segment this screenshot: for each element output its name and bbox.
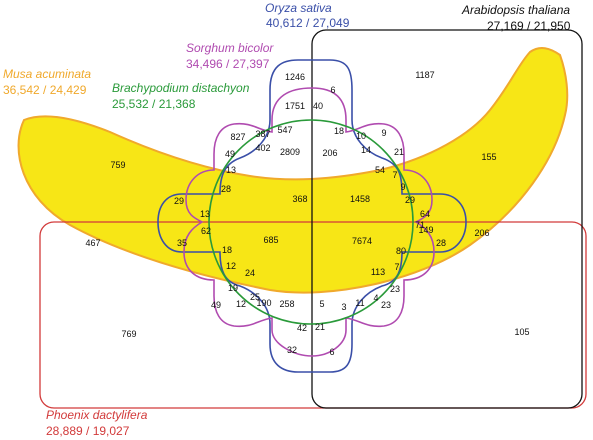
intersection-count: 155 [481, 152, 496, 162]
intersection-count: 40 [313, 101, 323, 111]
intersection-count: 2809 [280, 147, 300, 157]
intersection-count: 11 [355, 298, 364, 308]
intersection-count: 7 [392, 170, 397, 180]
intersection-count: 105 [514, 327, 529, 337]
intersection-count: 547 [277, 125, 292, 135]
intersection-count: 149 [418, 225, 433, 235]
intersection-count: 18 [334, 126, 344, 136]
arabidopsis-label: Arabidopsis thaliana [461, 3, 570, 17]
oryza-label: Oryza sativa [265, 1, 332, 15]
intersection-count: 1458 [350, 194, 370, 204]
intersection-count: 14 [361, 145, 371, 155]
oryza-sativa-set [157, 59, 467, 373]
intersection-count: 23 [390, 284, 400, 294]
musa-label: Musa acuminata [3, 67, 91, 81]
intersection-count: 827 [230, 132, 245, 142]
intersection-count: 1187 [415, 70, 434, 80]
arabidopsis-thaliana-set [311, 29, 583, 409]
intersection-count: 12 [226, 261, 236, 271]
intersection-count: 402 [255, 143, 270, 153]
intersection-count: 62 [201, 226, 211, 236]
intersection-count: 7674 [352, 236, 372, 246]
intersection-count: 23 [381, 300, 391, 310]
intersection-count: 25 [250, 292, 260, 302]
intersection-count: 35 [177, 238, 187, 248]
musa-acuminata-set [17, 47, 569, 294]
intersection-count: 759 [110, 160, 125, 170]
intersection-count: 1751 [285, 101, 305, 111]
intersection-count: 28 [221, 184, 231, 194]
phoenix-counts: 28,889 / 19,027 [46, 424, 130, 438]
arabidopsis-counts: 27,169 / 21,950 [487, 19, 571, 33]
intersection-count: 80 [396, 246, 406, 256]
intersection-count: 18 [222, 245, 232, 255]
intersection-count: 10 [356, 131, 366, 141]
sorghum-bicolor-set [183, 87, 435, 357]
intersection-count: 24 [245, 268, 255, 278]
intersection-count: 21 [315, 322, 325, 332]
phoenix-label: Phoenix dactylifera [46, 408, 148, 422]
intersection-count: 685 [263, 235, 278, 245]
intersection-count: 9 [400, 182, 405, 192]
intersection-count: 42 [297, 323, 307, 333]
intersection-count: 49 [211, 300, 221, 310]
intersection-count: 9 [381, 128, 386, 138]
intersection-count: 71 [415, 220, 425, 230]
intersection-count: 13 [200, 209, 210, 219]
intersection-count: 368 [292, 194, 307, 204]
intersection-count: 12 [236, 299, 246, 309]
intersection-count: 28 [436, 238, 446, 248]
brachy-counts: 25,532 / 21,368 [112, 97, 196, 111]
intersection-count: 1246 [285, 72, 305, 82]
brachy-label: Brachypodium distachyon [112, 81, 250, 95]
intersection-count: 19 [228, 283, 238, 293]
intersection-count: 7 [394, 262, 399, 272]
intersection-count: 6 [330, 85, 335, 95]
intersection-count: 387 [255, 129, 270, 139]
intersection-count: 54 [375, 165, 385, 175]
intersection-count: 190 [256, 298, 271, 308]
intersection-count: 21 [394, 147, 404, 157]
intersection-count: 49 [225, 149, 235, 159]
intersection-count: 467 [85, 238, 100, 248]
intersection-count: 13 [226, 165, 236, 175]
brachypodium-distachyon-set [208, 119, 414, 325]
intersection-count: 113 [371, 267, 385, 277]
intersection-count: 206 [322, 148, 337, 158]
intersection-count: 64 [420, 209, 430, 219]
sorghum-label: Sorghum bicolor [186, 41, 274, 55]
intersection-count: 258 [279, 299, 294, 309]
intersection-count: 3 [341, 302, 346, 312]
intersection-count: 29 [174, 196, 184, 206]
intersection-count: 206 [474, 228, 489, 238]
intersection-count: 5 [319, 299, 324, 309]
intersection-count: 6 [329, 347, 334, 357]
musa-counts: 36,542 / 24,429 [3, 83, 87, 97]
intersection-count: 32 [287, 345, 297, 355]
intersection-count: 4 [373, 293, 378, 303]
intersection-count: 769 [121, 329, 136, 339]
phoenix-dactylifera-set [39, 221, 587, 409]
oryza-counts: 40,612 / 27,049 [266, 16, 350, 30]
intersection-count: 29 [405, 195, 415, 205]
sorghum-counts: 34,496 / 27,397 [186, 57, 270, 71]
